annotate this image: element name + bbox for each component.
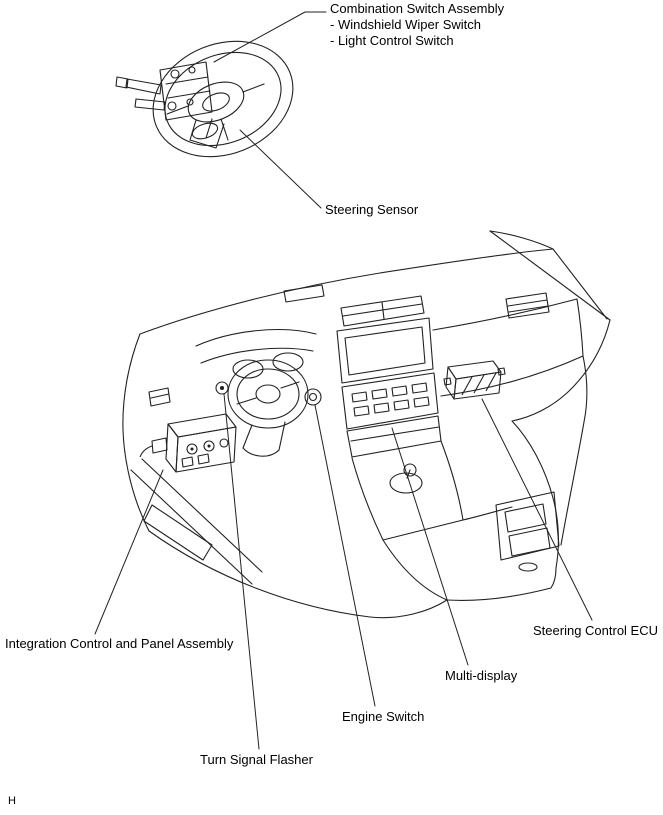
label-combination-switch-assembly: Combination Switch Assembly - Windshield… xyxy=(330,1,504,49)
combination-switch-drawing xyxy=(115,61,213,121)
label-steering-control-ecu: Steering Control ECU xyxy=(533,623,658,638)
label-engine-switch: Engine Switch xyxy=(342,709,425,724)
dashboard-drawing xyxy=(122,230,611,619)
engine-switch-knob xyxy=(304,388,322,406)
leader-steering-ecu xyxy=(481,398,593,621)
steering-wheel-drawing xyxy=(152,40,294,158)
label-combination-switch-title: Combination Switch Assembly xyxy=(330,1,505,16)
label-turn-signal-flasher: Turn Signal Flasher xyxy=(200,752,313,767)
center-stack-drawing xyxy=(336,295,464,541)
leader-engine-switch xyxy=(314,404,376,707)
label-windshield-wiper-switch: - Windshield Wiper Switch xyxy=(330,17,481,32)
label-integration-control-panel: Integration Control and Panel Assembly xyxy=(5,636,234,651)
center-console-drawing xyxy=(382,420,560,601)
leader-multi-display xyxy=(391,427,469,666)
page-footer-mark: H xyxy=(8,795,16,807)
integration-panel-drawing xyxy=(139,413,237,473)
leader-turn-signal-flasher xyxy=(223,393,260,750)
multi-display-screen xyxy=(344,326,426,376)
steering-sensor-drawing xyxy=(189,119,225,149)
leader-integration-panel xyxy=(94,469,164,635)
label-multi-display: Multi-display xyxy=(445,668,518,683)
leader-combination-switch xyxy=(213,11,327,63)
turn-signal-flasher-mark xyxy=(215,381,229,395)
steering-ecu-box xyxy=(443,360,506,400)
label-steering-sensor: Steering Sensor xyxy=(325,202,419,217)
leader-lines xyxy=(94,11,593,750)
label-light-control-switch: - Light Control Switch xyxy=(330,33,454,48)
leader-steering-sensor xyxy=(239,129,322,209)
